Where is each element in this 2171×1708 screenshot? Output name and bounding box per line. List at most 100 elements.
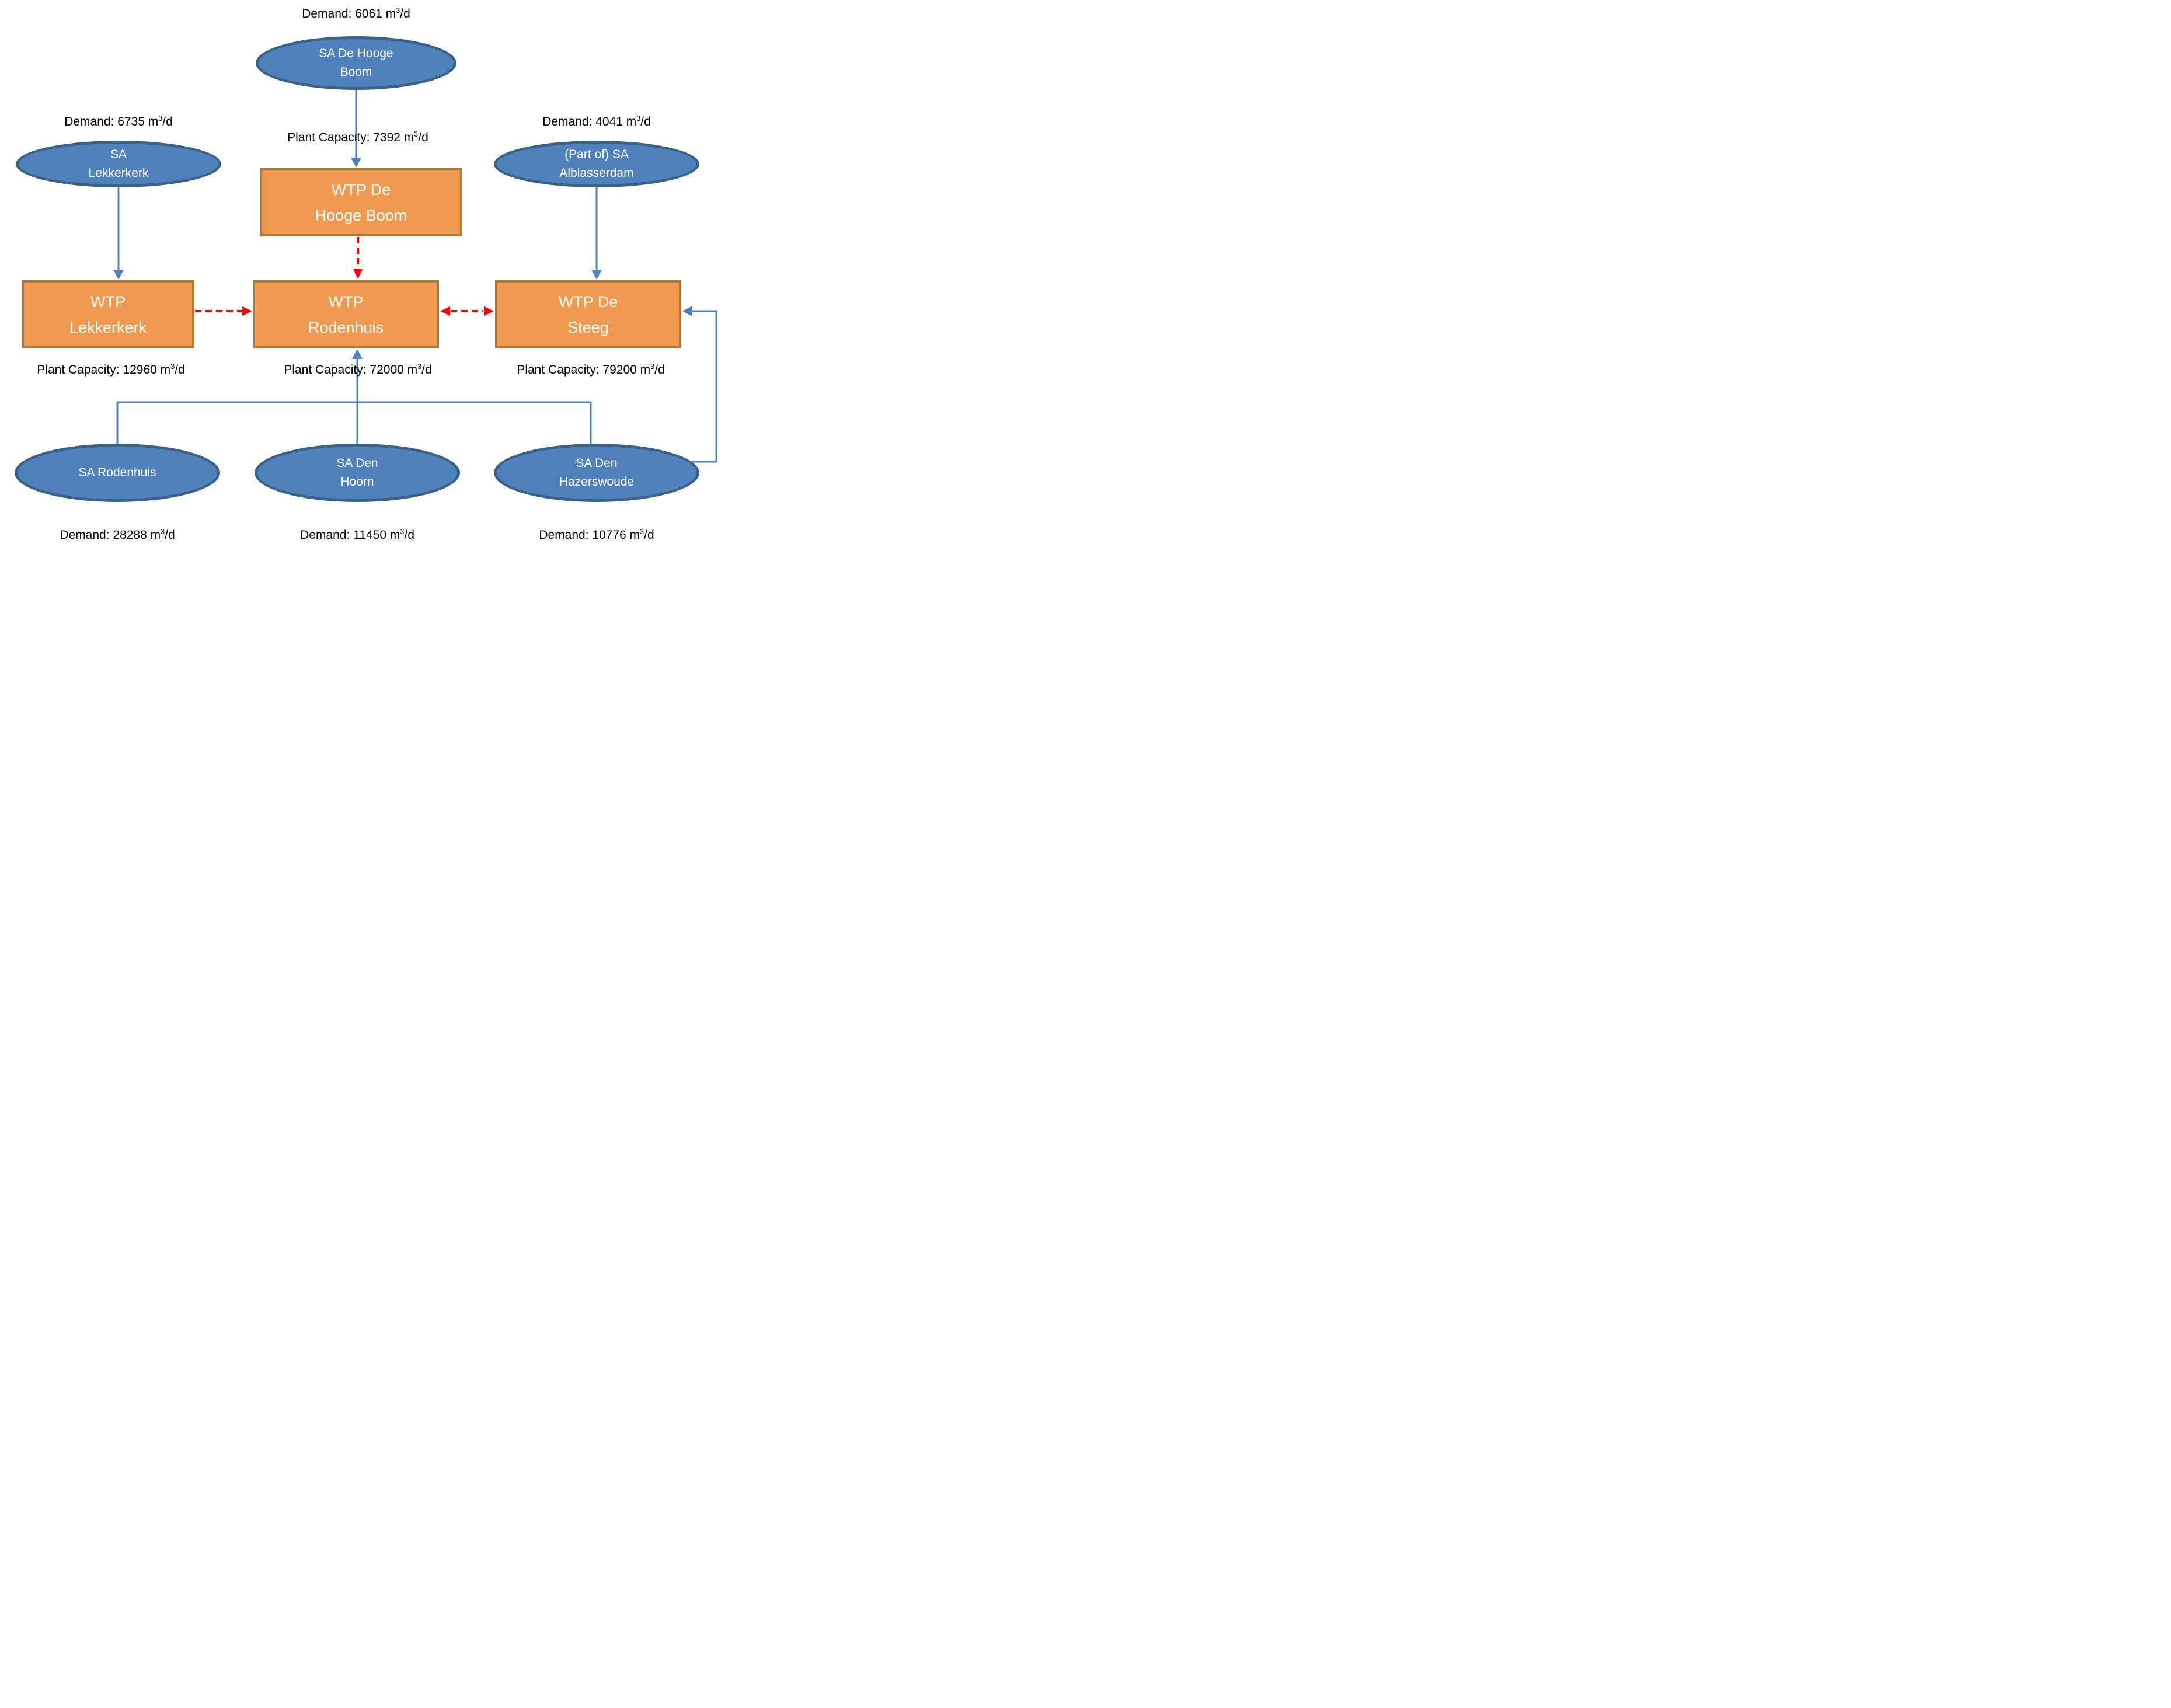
wtp-de-hooge-boom-label: WTP De Hooge Boom <box>315 177 407 228</box>
label-demand-sa-de-hooge-boom: Demand: 6061 m3/d <box>269 7 444 21</box>
label-sup: 3 <box>650 362 655 371</box>
label-line: SA Rodenhuis <box>78 466 156 479</box>
label-capacity-wtp-de-steeg: Plant Capacity: 79200 m3/d <box>489 363 693 377</box>
label-sup: 3 <box>636 114 641 123</box>
label-unit: /d <box>654 363 665 377</box>
label-capacity-wtp-rodenhuis: Plant Capacity: 72000 m3/d <box>256 363 460 377</box>
transfer-wtp-rodenhuis-wtp-de-steeg <box>440 306 494 316</box>
label-unit: /d <box>404 528 414 542</box>
label-line: (Part of) SA <box>564 148 629 161</box>
label-sup: 3 <box>417 362 422 371</box>
node-wtp-de-steeg: WTP De Steeg <box>495 280 681 348</box>
link-sa-den-hoorn-to-wtp-rodenhuis <box>352 349 363 445</box>
label-text: Plant Capacity: 12960 m <box>37 363 171 377</box>
sa-alblasserdam-label: (Part of) SA Alblasserdam <box>559 145 633 183</box>
link-collector-sa-rodenhuis-and-hazerswoude <box>116 401 592 447</box>
label-line: Hazerswoude <box>559 475 635 489</box>
label-demand-sa-lekkerkerk: Demand: 6735 m3/d <box>31 115 206 129</box>
label-sup: 3 <box>161 528 165 536</box>
label-sup: 3 <box>170 362 175 371</box>
node-sa-rodenhuis: SA Rodenhuis <box>15 444 220 502</box>
label-line: WTP De <box>558 292 618 311</box>
label-sup: 3 <box>396 6 400 15</box>
sa-de-hooge-boom-label: SA De Hooge Boom <box>319 44 393 82</box>
label-line: Alblasserdam <box>559 166 634 180</box>
label-text: Plant Capacity: 72000 m <box>284 363 418 377</box>
label-sup: 3 <box>158 114 163 123</box>
sa-rodenhuis-label: SA Rodenhuis <box>78 463 156 482</box>
label-line: Lekkerkerk <box>69 318 147 336</box>
label-text: Demand: 6061 m <box>302 7 396 20</box>
label-sup: 3 <box>640 528 644 536</box>
connector-layer <box>113 89 717 463</box>
supply-line <box>692 310 717 463</box>
link-sa-den-hazerswoude-to-wtp-de-steeg <box>682 306 717 463</box>
arrowhead-left-icon <box>682 306 692 316</box>
label-text: Demand: 10776 m <box>539 528 640 542</box>
label-unit: /d <box>175 363 185 377</box>
label-line: WTP <box>90 292 126 311</box>
label-line: SA <box>110 148 127 161</box>
arrowhead-left-icon <box>440 306 450 316</box>
label-capacity-wtp-lekkerkerk: Plant Capacity: 12960 m3/d <box>9 363 213 377</box>
arrowhead-up-icon <box>352 349 363 359</box>
node-sa-den-hazerswoude: SA Den Hazerswoude <box>494 444 699 502</box>
label-line: Steeg <box>567 318 609 336</box>
label-text: Plant Capacity: 7392 m <box>287 131 414 144</box>
node-wtp-rodenhuis: WTP Rodenhuis <box>253 280 439 348</box>
arrowhead-down-icon <box>353 269 363 279</box>
arrowhead-right-icon <box>484 306 494 316</box>
water-supply-network-diagram: WTP De Hooge Boom WTP Lekkerkerk WTP Rod… <box>0 0 724 570</box>
sa-den-hoorn-label: SA Den Hoorn <box>336 454 378 492</box>
label-line: Hoorn <box>340 475 374 489</box>
label-unit: /d <box>162 115 173 128</box>
label-demand-sa-den-hoorn: Demand: 11450 m3/d <box>270 528 445 542</box>
link-sa-lekkerkerk-to-wtp-lekkerkerk <box>113 186 124 280</box>
supply-line <box>116 401 592 447</box>
node-sa-alblasserdam: (Part of) SA Alblasserdam <box>494 141 699 187</box>
transfer-wtp-de-hooge-boom-to-wtp-rodenhuis <box>353 237 363 279</box>
label-demand-sa-alblasserdam: Demand: 4041 m3/d <box>509 115 684 129</box>
node-wtp-lekkerkerk: WTP Lekkerkerk <box>22 280 194 348</box>
label-line: Boom <box>340 65 372 79</box>
label-line: Lekkerkerk <box>88 166 149 180</box>
wtp-rodenhuis-label: WTP Rodenhuis <box>308 289 384 340</box>
label-line: SA De Hooge <box>319 47 393 60</box>
label-line: Hooge Boom <box>315 206 407 224</box>
link-sa-de-hooge-boom-to-wtp-de-hooge-boom <box>351 89 361 168</box>
label-unit: /d <box>418 131 428 144</box>
node-sa-den-hoorn: SA Den Hoorn <box>255 444 460 502</box>
label-unit: /d <box>640 115 651 128</box>
arrowhead-down-icon <box>591 270 602 280</box>
label-line: WTP <box>328 292 364 311</box>
label-unit: /d <box>400 7 410 20</box>
label-capacity-wtp-de-hooge-boom: Plant Capacity: 7392 m3/d <box>256 131 460 145</box>
label-sup: 3 <box>400 528 405 536</box>
wtp-lekkerkerk-label: WTP Lekkerkerk <box>69 289 147 340</box>
label-line: SA Den <box>576 456 618 470</box>
label-text: Demand: 28288 m <box>60 528 161 542</box>
label-demand-sa-den-hazerswoude: Demand: 10776 m3/d <box>509 528 684 542</box>
label-line: WTP De <box>331 180 391 198</box>
arrowhead-right-icon <box>242 306 252 316</box>
label-text: Plant Capacity: 79200 m <box>517 363 651 377</box>
node-wtp-de-hooge-boom: WTP De Hooge Boom <box>260 168 462 236</box>
label-unit: /d <box>165 528 175 542</box>
sa-lekkerkerk-label: SA Lekkerkerk <box>89 145 149 183</box>
label-demand-sa-rodenhuis: Demand: 28288 m3/d <box>30 528 205 542</box>
label-text: Demand: 11450 m <box>300 528 400 542</box>
label-line: SA Den <box>336 456 378 470</box>
node-sa-lekkerkerk: SA Lekkerkerk <box>16 141 221 187</box>
label-sup: 3 <box>414 130 419 138</box>
node-sa-de-hooge-boom: SA De Hooge Boom <box>256 36 456 90</box>
label-text: Demand: 6735 m <box>64 115 159 128</box>
wtp-de-steeg-label: WTP De Steeg <box>559 289 618 340</box>
sa-den-hazerswoude-label: SA Den Hazerswoude <box>559 454 634 492</box>
label-unit: /d <box>644 528 654 542</box>
link-sa-alblasserdam-to-wtp-de-steeg <box>591 186 602 280</box>
label-line: Rodenhuis <box>308 318 384 336</box>
transfer-wtp-lekkerkerk-to-wtp-rodenhuis <box>195 306 252 316</box>
arrowhead-down-icon <box>351 158 361 168</box>
arrowhead-down-icon <box>113 270 124 280</box>
label-text: Demand: 4041 m <box>542 115 637 128</box>
